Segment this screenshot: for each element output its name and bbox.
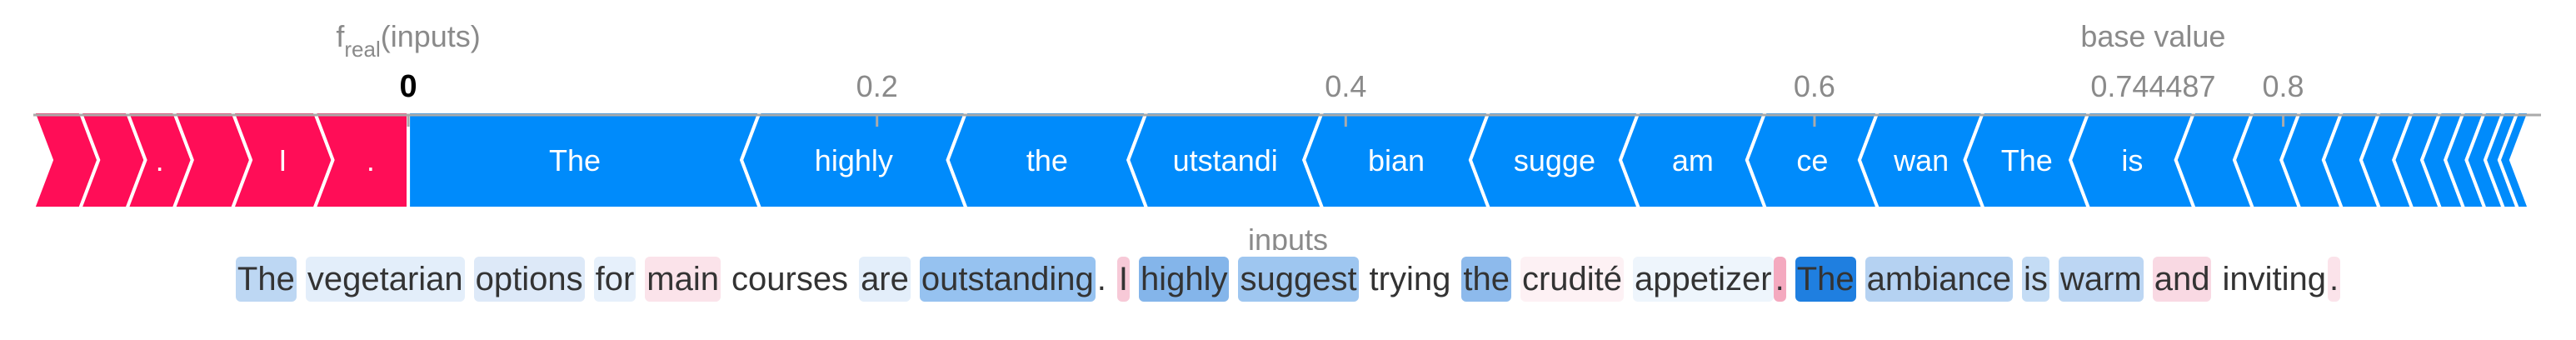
token[interactable]: I [1116, 257, 1130, 302]
token[interactable]: outstanding [919, 257, 1096, 302]
output-value: 0 [400, 69, 417, 104]
segment-label: The [549, 143, 601, 178]
tick-label: 0.6 [1794, 69, 1835, 103]
token[interactable]: highly [1138, 257, 1230, 302]
segment-label: is [2121, 143, 2143, 178]
segments-layer [31, 110, 2532, 210]
tick-label: 0.8 [2263, 69, 2304, 103]
base-value-label: base value [2080, 19, 2225, 53]
token[interactable]: inviting [2220, 257, 2328, 302]
segment-label: bian [1368, 143, 1425, 178]
token[interactable]: crudité [1520, 257, 1625, 302]
token[interactable]: The [1795, 257, 1856, 302]
token[interactable]: warm [2058, 257, 2144, 302]
x-axis-label: inputs [1248, 222, 1328, 250]
segment-labels: . I. The highly the utstandi bian sugge am ce wan T… [156, 143, 2144, 178]
token[interactable]: The [235, 257, 297, 302]
token[interactable]: are [859, 257, 911, 302]
segment-label: ce [1796, 143, 1828, 178]
token[interactable]: for [593, 257, 637, 302]
token[interactable]: courses [730, 257, 851, 302]
negative-segment [2497, 110, 2532, 210]
segment-label: The [2001, 143, 2053, 178]
token[interactable]: . [1773, 257, 1786, 302]
segment-label: I [278, 143, 287, 178]
token[interactable]: vegetarian [305, 257, 465, 302]
segment-label: highly [815, 143, 893, 178]
token[interactable]: ambiance [1865, 257, 2014, 302]
token[interactable]: suggest [1238, 257, 1359, 302]
token[interactable]: . [2327, 257, 2341, 302]
tick-label: 0.2 [856, 69, 898, 103]
segment-label: wan [1893, 143, 1949, 178]
segment-label: . [156, 143, 164, 178]
positive-segment [312, 110, 411, 210]
token[interactable]: options [473, 257, 585, 302]
token[interactable]: trying [1367, 257, 1453, 302]
segment-label: am [1672, 143, 1714, 178]
token[interactable]: . [1095, 257, 1108, 302]
output-value-label: freal(inputs) [336, 19, 480, 62]
token[interactable]: appetizer [1633, 257, 1774, 302]
tick-label: 0.4 [1325, 69, 1366, 103]
segment-label: utstandi [1173, 143, 1278, 178]
token[interactable]: main [645, 257, 721, 302]
axis: 0.2 0.4 0.6 0.8 [33, 69, 2541, 127]
token[interactable]: the [1461, 257, 1511, 302]
force-plot: . I. The highly the utstandi bian sugge am ce wan T… [31, 19, 2541, 250]
segment-label: sugge [1514, 143, 1595, 178]
token[interactable]: is [2022, 257, 2049, 302]
segment-label: . [367, 143, 375, 178]
segment-label: the [1026, 143, 1068, 178]
token[interactable]: and [2152, 257, 2212, 302]
base-value: 0.744487 [2090, 69, 2215, 103]
